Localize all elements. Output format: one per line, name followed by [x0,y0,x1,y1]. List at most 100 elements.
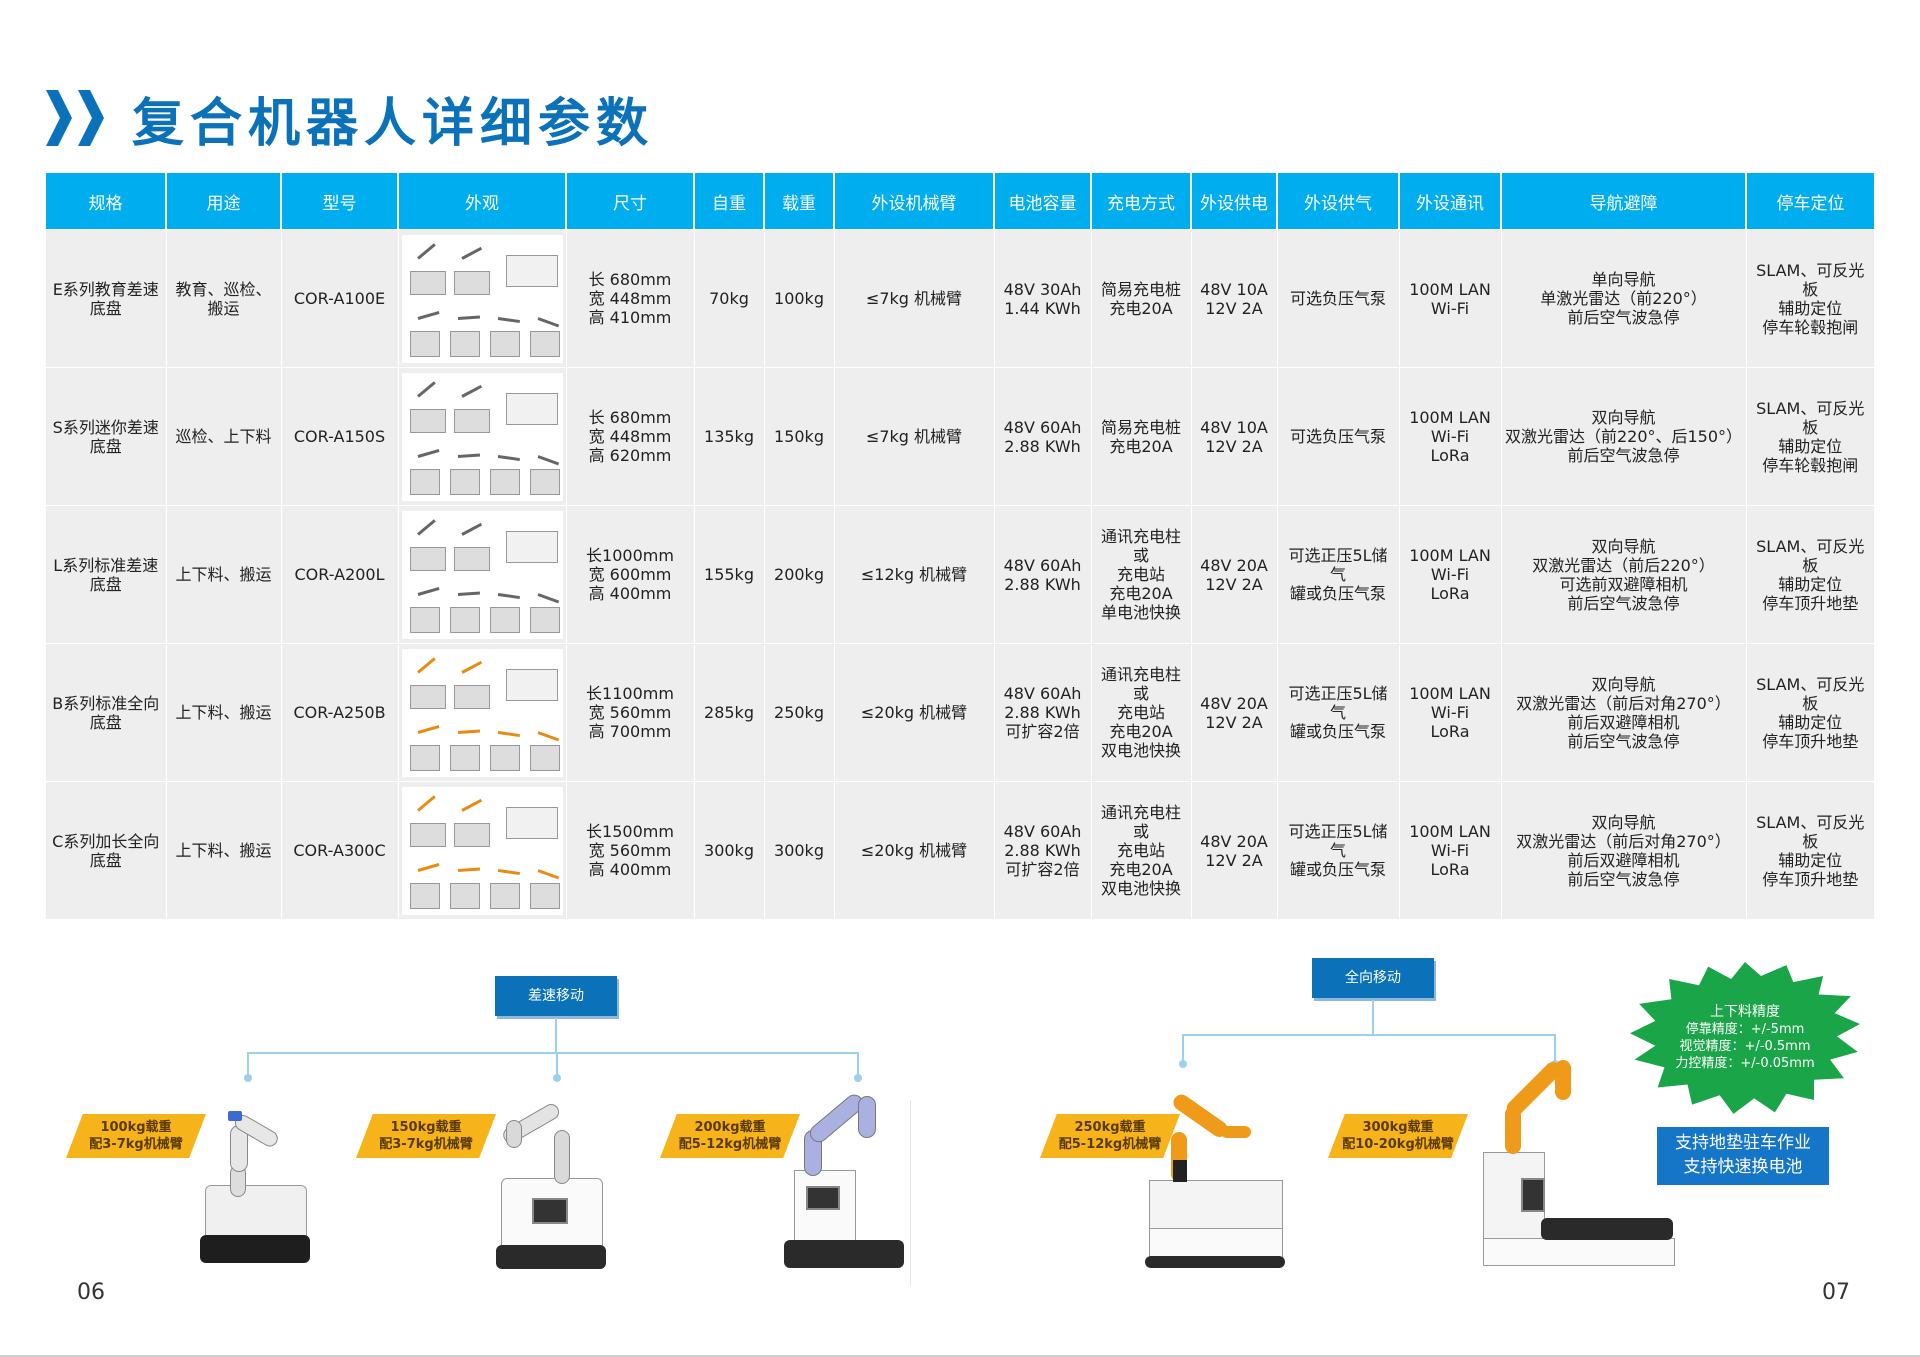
mini-arm [416,380,436,398]
cell-comm: 100M LAN Wi-Fi LoRa [1399,367,1502,506]
robot-image-s-series [496,1090,606,1270]
mini-arm [497,454,520,461]
cell-air: 可选负压气泵 [1277,367,1400,506]
cell-arm: ≤20kg 机械臂 [834,781,995,919]
cell-arm: ≤7kg 机械臂 [834,229,995,368]
cell-power: 48V 10A 12V 2A [1191,367,1278,506]
appearance-image [398,505,567,644]
accuracy-line: 停靠精度：+/-5mm [1685,1022,1805,1037]
page-title: 复合机器人详细参数 [132,93,655,154]
feature-box: 支持地垫驻车作业 支持快速换电池 [1657,1127,1829,1185]
cell-dims: 长1500mm 宽 560mm 高 400mm [566,781,695,919]
cell-charge: 简易充电桩 充电20A [1091,229,1192,368]
cell-arm: ≤7kg 机械臂 [834,367,995,506]
mini-arm [417,862,440,872]
mini-robot [409,408,446,433]
cell-dims: 长1100mm 宽 560mm 高 700mm [566,643,695,782]
mini-arm [497,730,520,737]
mini-arm [416,242,436,260]
mini-arm [417,310,440,320]
page-number-left: 06 [77,1280,105,1305]
connector-line [247,1052,249,1076]
cell-model: COR-A200L [281,505,399,644]
cell-spec: S系列迷你差速底盘 [46,367,167,506]
robot-thumbnail [401,648,563,777]
cell-load: 300kg [764,781,835,919]
mini-robot [489,468,520,495]
dimension-drawing [505,254,558,287]
robot-thumbnail [401,510,563,639]
mini-robot [453,270,490,295]
page-number-right: 07 [1822,1280,1850,1305]
cell-load: 200kg [764,505,835,644]
cell-power: 48V 10A 12V 2A [1191,229,1278,368]
mini-arm [536,316,559,327]
cell-use: 教育、巡检、搬运 [166,229,282,368]
cell-battery: 48V 60Ah 2.88 KWh [994,367,1092,506]
connector-dot [244,1074,252,1082]
appearance-image [398,367,567,506]
cell-comm: 100M LAN Wi-Fi [1399,229,1502,368]
mini-arm [460,798,482,812]
mini-arm [460,522,482,536]
chevron-right-icon [78,90,104,146]
mini-robot [409,468,440,495]
cell-battery: 48V 60Ah 2.88 KWh 可扩容2倍 [994,781,1092,919]
cell-air: 可选正压5L储气 罐或负压气泵 [1277,781,1400,919]
robot-thumbnail [401,786,563,915]
feature-text: 支持快速换电池 [1683,1157,1803,1177]
mini-arm [497,868,520,875]
mini-robot [529,882,560,909]
cell-power: 48V 20A 12V 2A [1191,781,1278,919]
cell-battery: 48V 60Ah 2.88 KWh 可扩容2倍 [994,643,1092,782]
section-divider [910,1100,911,1286]
appearance-image [398,229,567,368]
connector-line [1372,1000,1374,1034]
mini-robot [529,606,560,633]
mini-robot [409,330,440,357]
connector-line [555,1018,557,1052]
cell-air: 可选正压5L储气 罐或负压气泵 [1277,643,1400,782]
col-header: 充电方式 [1091,173,1192,230]
mini-robot [449,606,480,633]
mini-robot [409,822,446,847]
accuracy-line: 力控精度：+/-0.05mm [1675,1056,1815,1071]
robot-image-e-series [200,1105,310,1265]
mini-robot [529,330,560,357]
cell-park: SLAM、可反光板 辅助定位 停车顶升地垫 [1746,781,1874,919]
cell-power: 48V 20A 12V 2A [1191,643,1278,782]
col-header: 外观 [398,173,567,230]
mini-robot [449,882,480,909]
col-header: 外设机械臂 [834,173,995,230]
cell-power: 48V 20A 12V 2A [1191,505,1278,644]
cell-nav: 双向导航 双激光雷达（前后对角270°） 前后双避障相机 前后空气波急停 [1501,643,1747,782]
accuracy-line: 视觉精度：+/-0.5mm [1679,1039,1811,1054]
robot-image-c-series [1475,1058,1675,1275]
cell-arm: ≤12kg 机械臂 [834,505,995,644]
cell-load: 150kg [764,367,835,506]
mini-robot [453,684,490,709]
cell-model: COR-A100E [281,229,399,368]
mini-arm [457,728,480,734]
robot-thumbnail [401,372,563,501]
page-header: 复合机器人详细参数 [46,86,654,154]
load-badge: 100kg载重 配3-7kg机械臂 [66,1114,206,1158]
load-badge: 200kg载重 配5-12kg机械臂 [660,1114,800,1158]
mini-robot [453,546,490,571]
mini-arm [416,794,436,812]
feature-text: 支持地垫驻车作业 [1675,1133,1811,1153]
connector-dot [553,1074,561,1082]
cell-use: 上下料、搬运 [166,781,282,919]
cell-weight: 155kg [694,505,765,644]
dimension-drawing [505,392,558,425]
cell-weight: 135kg [694,367,765,506]
mini-robot [449,468,480,495]
cell-spec: B系列标准全向底盘 [46,643,167,782]
col-header: 外设供气 [1277,173,1400,230]
cell-dims: 长 680mm 宽 448mm 高 620mm [566,367,695,506]
load-badge: 300kg载重 配10-20kg机械臂 [1328,1114,1468,1158]
